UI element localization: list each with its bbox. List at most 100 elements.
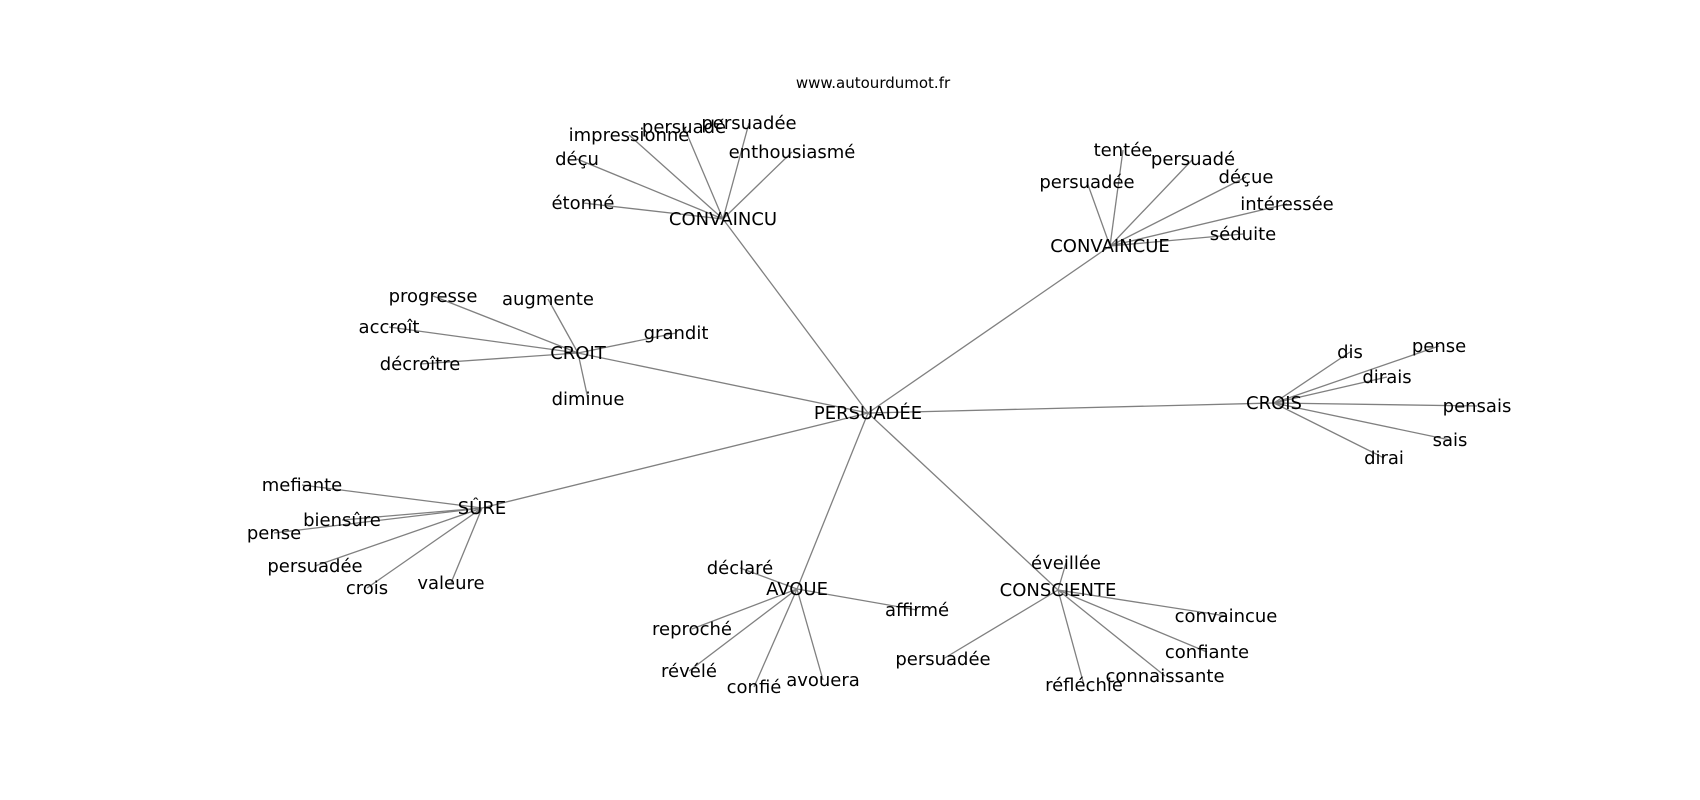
edge-hub-to-leaf (739, 567, 798, 590)
leaf-word-node: crois (346, 578, 388, 599)
leaf-word-node: convaincue (1175, 606, 1278, 627)
edge-center-to-hub (867, 402, 1275, 414)
leaf-word-node: tentée (1094, 140, 1153, 161)
hub-word-node: CROIS (1246, 393, 1302, 414)
hub-word-node: CONSCIENTE (1000, 580, 1117, 601)
edge-hub-to-leaf (796, 588, 824, 681)
hub-word-node: CROIT (550, 343, 607, 364)
edge-hub-to-leaf (577, 352, 589, 400)
labels-layer: PERSUADÉE CONVAINCU étonné déçu impressionné… (247, 113, 1512, 698)
edge-hub-to-leaf (341, 507, 483, 521)
edge-center-to-hub (796, 412, 869, 590)
leaf-word-node: enthousiasmé (729, 142, 856, 163)
leaf-word-node: éveillée (1031, 553, 1101, 574)
hub-word-node: CONVAINCUE (1050, 236, 1170, 257)
leaf-word-node: persuadé (1151, 149, 1235, 170)
leaf-word-node: pense (1412, 336, 1466, 357)
edge-hub-to-leaf (1057, 589, 1085, 686)
edge-hub-to-leaf (547, 298, 579, 354)
edge-hub-to-leaf (1109, 203, 1288, 247)
leaf-word-node: biensûre (303, 510, 381, 531)
edge-hub-to-leaf (628, 134, 724, 220)
leaf-word-node: confiante (1165, 642, 1249, 663)
leaf-word-node: augmente (502, 289, 594, 310)
edge-hub-to-leaf (1273, 351, 1351, 404)
edge-hub-to-leaf (1273, 345, 1440, 404)
hub-word-node: AVOUE (766, 579, 828, 600)
leaf-word-node: pense (247, 523, 301, 544)
edge-hub-to-leaf (577, 332, 677, 354)
leaf-word-node: décroître (380, 354, 461, 375)
edge-hub-to-leaf (576, 158, 724, 220)
leaf-word-node: connaissante (1105, 666, 1224, 687)
edge-hub-to-leaf (1109, 176, 1247, 247)
site-url: www.autourdumot.fr (796, 74, 951, 92)
edge-hub-to-leaf (753, 588, 798, 688)
edge-hub-to-leaf (691, 588, 798, 630)
leaf-word-node: reproché (652, 619, 732, 640)
leaf-word-node: déçu (555, 149, 599, 170)
edge-hub-to-leaf (722, 151, 793, 220)
edge-hub-to-leaf (273, 507, 483, 534)
leaf-word-node: pensais (1443, 396, 1512, 417)
edge-center-to-hub (867, 412, 1059, 591)
center-word-node: PERSUADÉE (814, 402, 922, 424)
leaf-word-node: dirais (1362, 367, 1411, 388)
leaf-word-node: déclaré (707, 558, 774, 579)
edge-hub-to-leaf (366, 507, 483, 589)
edge-hub-to-leaf (1109, 158, 1194, 247)
edge-hub-to-leaf (1057, 589, 1208, 653)
leaf-word-node: mefiante (262, 475, 343, 496)
leaf-word-node: grandit (644, 323, 709, 344)
edge-hub-to-leaf (419, 352, 579, 365)
leaf-word-node: affirmé (885, 600, 949, 621)
edge-hub-to-leaf (796, 588, 918, 611)
leaf-word-node: révélé (661, 661, 717, 682)
edge-center-to-hub (481, 412, 869, 509)
leaf-word-node: impressionné (569, 125, 690, 146)
edge-hub-to-leaf (1109, 149, 1124, 247)
leaf-word-node: séduite (1210, 224, 1276, 245)
leaf-word-node: avouera (786, 670, 860, 691)
edge-hub-to-leaf (432, 295, 579, 354)
edge-hub-to-leaf (688, 588, 798, 672)
edges-layer (273, 122, 1478, 688)
hub-word-node: SÛRE (458, 497, 506, 519)
edge-hub-to-leaf (1057, 589, 1227, 617)
edge-hub-to-leaf (1086, 181, 1111, 247)
edge-hub-to-leaf (1273, 402, 1451, 441)
edge-hub-to-leaf (683, 126, 724, 220)
leaf-word-node: dis (1337, 342, 1363, 363)
leaf-word-node: déçue (1219, 167, 1274, 188)
edge-hub-to-leaf (314, 507, 483, 567)
leaf-word-node: valeure (417, 573, 484, 594)
edge-center-to-hub (867, 245, 1111, 414)
leaf-word-node: persuadé (642, 117, 726, 138)
leaf-word-node: progresse (389, 286, 478, 307)
edge-center-to-hub (722, 218, 869, 414)
edge-hub-to-leaf (722, 122, 750, 220)
leaf-word-node: réfléchie (1045, 675, 1123, 696)
edge-hub-to-leaf (388, 326, 579, 354)
edge-hub-to-leaf (1273, 402, 1478, 407)
edge-hub-to-leaf (301, 484, 483, 509)
edge-hub-to-leaf (942, 589, 1059, 660)
leaf-word-node: accroît (359, 317, 420, 338)
leaf-word-node: confié (727, 677, 782, 698)
leaf-word-node: sais (1433, 430, 1468, 451)
edge-hub-to-leaf (450, 507, 483, 584)
leaf-word-node: persuadée (701, 113, 796, 134)
edge-hub-to-leaf (1273, 376, 1388, 404)
edge-hub-to-leaf (582, 202, 724, 220)
leaf-word-node: dirai (1364, 448, 1404, 469)
leaf-word-node: persuadée (267, 556, 362, 577)
edge-hub-to-leaf (1057, 562, 1067, 591)
leaf-word-node: persuadée (1039, 172, 1134, 193)
edge-center-to-hub (577, 352, 869, 414)
leaf-word-node: étonné (551, 193, 614, 214)
edge-hub-to-leaf (1273, 402, 1385, 459)
edge-hub-to-leaf (1109, 233, 1244, 247)
hub-word-node: CONVAINCU (669, 209, 777, 230)
leaf-word-node: persuadée (895, 649, 990, 670)
